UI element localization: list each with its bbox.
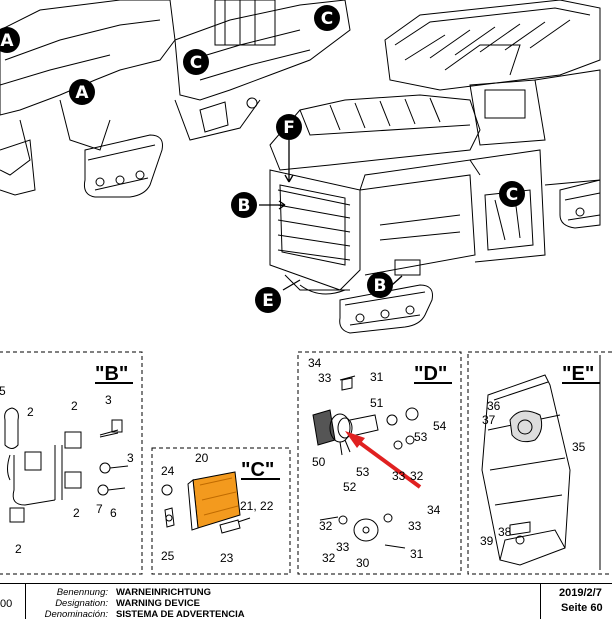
svg-text:C: C bbox=[506, 185, 518, 205]
svg-text:23: 23 bbox=[220, 551, 234, 565]
svg-text:37: 37 bbox=[482, 413, 496, 427]
svg-text:33: 33 bbox=[392, 469, 406, 483]
detail-box-c: "C" 20 24 21, 22 25 23 bbox=[151, 447, 291, 575]
svg-text:21, 22: 21, 22 bbox=[240, 499, 274, 513]
svg-text:51: 51 bbox=[370, 396, 384, 410]
svg-text:31: 31 bbox=[370, 370, 384, 384]
detail-c-part-numbers: 20 24 21, 22 25 23 bbox=[161, 451, 274, 565]
svg-text:E: E bbox=[262, 291, 274, 311]
title-block: 00 Benennung: WARNEINRICHTUNG Designatio… bbox=[0, 583, 612, 620]
svg-text:B: B bbox=[374, 276, 387, 296]
callout-b2: B bbox=[367, 272, 393, 298]
svg-text:34: 34 bbox=[427, 503, 441, 517]
benennung-label: Benennung: bbox=[56, 587, 108, 598]
detail-d-part-numbers: 34 33 31 51 53 54 50 53 52 33 32 34 32 3… bbox=[308, 356, 447, 570]
svg-text:2: 2 bbox=[71, 399, 78, 413]
footer-right-block: 2019/2/7 Seite 60 bbox=[540, 584, 612, 619]
callout-leaders bbox=[259, 140, 403, 291]
svg-text:3: 3 bbox=[105, 393, 112, 407]
svg-text:5: 5 bbox=[0, 384, 6, 398]
svg-text:3: 3 bbox=[127, 451, 134, 465]
detail-d-title: "D" bbox=[414, 363, 447, 385]
callout-e: E bbox=[255, 287, 281, 313]
svg-text:25: 25 bbox=[161, 549, 175, 563]
benennung-value: WARNEINRICHTUNG bbox=[116, 587, 211, 598]
denominacion-value: SISTEMA DE ADVERTENCIA bbox=[116, 609, 245, 620]
svg-text:34: 34 bbox=[308, 356, 322, 370]
svg-text:32: 32 bbox=[322, 551, 336, 565]
detail-e-part-numbers: 36 37 35 38 39 bbox=[480, 399, 586, 548]
svg-text:B: B bbox=[238, 196, 251, 216]
svg-text:C: C bbox=[190, 53, 202, 73]
document-date: 2019/2/7 bbox=[559, 587, 602, 599]
page-number: Seite 60 bbox=[561, 602, 603, 614]
svg-text:52: 52 bbox=[343, 480, 357, 494]
designation-label: Designation: bbox=[55, 598, 108, 609]
machine-overview bbox=[0, 0, 601, 334]
footer-left-number: 00 bbox=[0, 584, 26, 619]
svg-text:2: 2 bbox=[15, 542, 22, 556]
warning-lamp bbox=[187, 471, 241, 531]
svg-text:24: 24 bbox=[161, 464, 175, 478]
svg-text:A: A bbox=[75, 83, 89, 103]
svg-text:32: 32 bbox=[410, 469, 424, 483]
svg-text:C: C bbox=[321, 9, 333, 29]
svg-text:31: 31 bbox=[410, 547, 424, 561]
callout-c1: C bbox=[183, 49, 209, 75]
denominacion-label: Denominación: bbox=[44, 609, 108, 620]
svg-text:39: 39 bbox=[480, 534, 494, 548]
svg-text:30: 30 bbox=[356, 556, 370, 570]
detail-b-title: "B" bbox=[95, 363, 128, 385]
detail-b-part-numbers: 5 2 2 3 3 7 6 2 2 bbox=[0, 384, 134, 556]
detail-box-b: "B" 5 2 2 3 3 7 6 2 2 bbox=[0, 351, 143, 575]
detail-box-e: "E" 36 37 35 38 39 bbox=[467, 351, 612, 575]
detail-box-d: "D" 34 33 31 bbox=[297, 351, 462, 575]
callout-f: F bbox=[276, 114, 302, 140]
svg-text:2: 2 bbox=[73, 506, 80, 520]
svg-text:35: 35 bbox=[572, 440, 586, 454]
callout-b1: B bbox=[231, 192, 257, 218]
svg-text:36: 36 bbox=[487, 399, 501, 413]
rear-tracks bbox=[339, 179, 601, 334]
designation-value: WARNING DEVICE bbox=[116, 598, 200, 609]
svg-text:20: 20 bbox=[195, 451, 209, 465]
left-track bbox=[84, 134, 163, 198]
svg-text:38: 38 bbox=[498, 525, 512, 539]
svg-text:6: 6 bbox=[110, 506, 117, 520]
svg-text:2: 2 bbox=[27, 405, 34, 419]
callout-a1: A bbox=[0, 27, 20, 53]
svg-text:33: 33 bbox=[408, 519, 422, 533]
detail-c-title: "C" bbox=[241, 459, 274, 481]
detail-e-title: "E" bbox=[562, 363, 594, 385]
red-arrow bbox=[345, 431, 422, 489]
svg-text:32: 32 bbox=[319, 519, 333, 533]
svg-text:53: 53 bbox=[414, 430, 428, 444]
main-machine bbox=[269, 0, 601, 295]
svg-text:A: A bbox=[0, 31, 14, 51]
svg-text:54: 54 bbox=[433, 419, 447, 433]
svg-text:33: 33 bbox=[336, 540, 350, 554]
svg-text:F: F bbox=[283, 118, 295, 138]
svg-text:53: 53 bbox=[356, 465, 370, 479]
callout-a2: A bbox=[69, 79, 95, 105]
callout-c3: C bbox=[499, 181, 525, 207]
svg-text:7: 7 bbox=[96, 502, 103, 516]
svg-text:50: 50 bbox=[312, 455, 326, 469]
callout-c2: C bbox=[314, 5, 340, 31]
svg-text:33: 33 bbox=[318, 371, 332, 385]
